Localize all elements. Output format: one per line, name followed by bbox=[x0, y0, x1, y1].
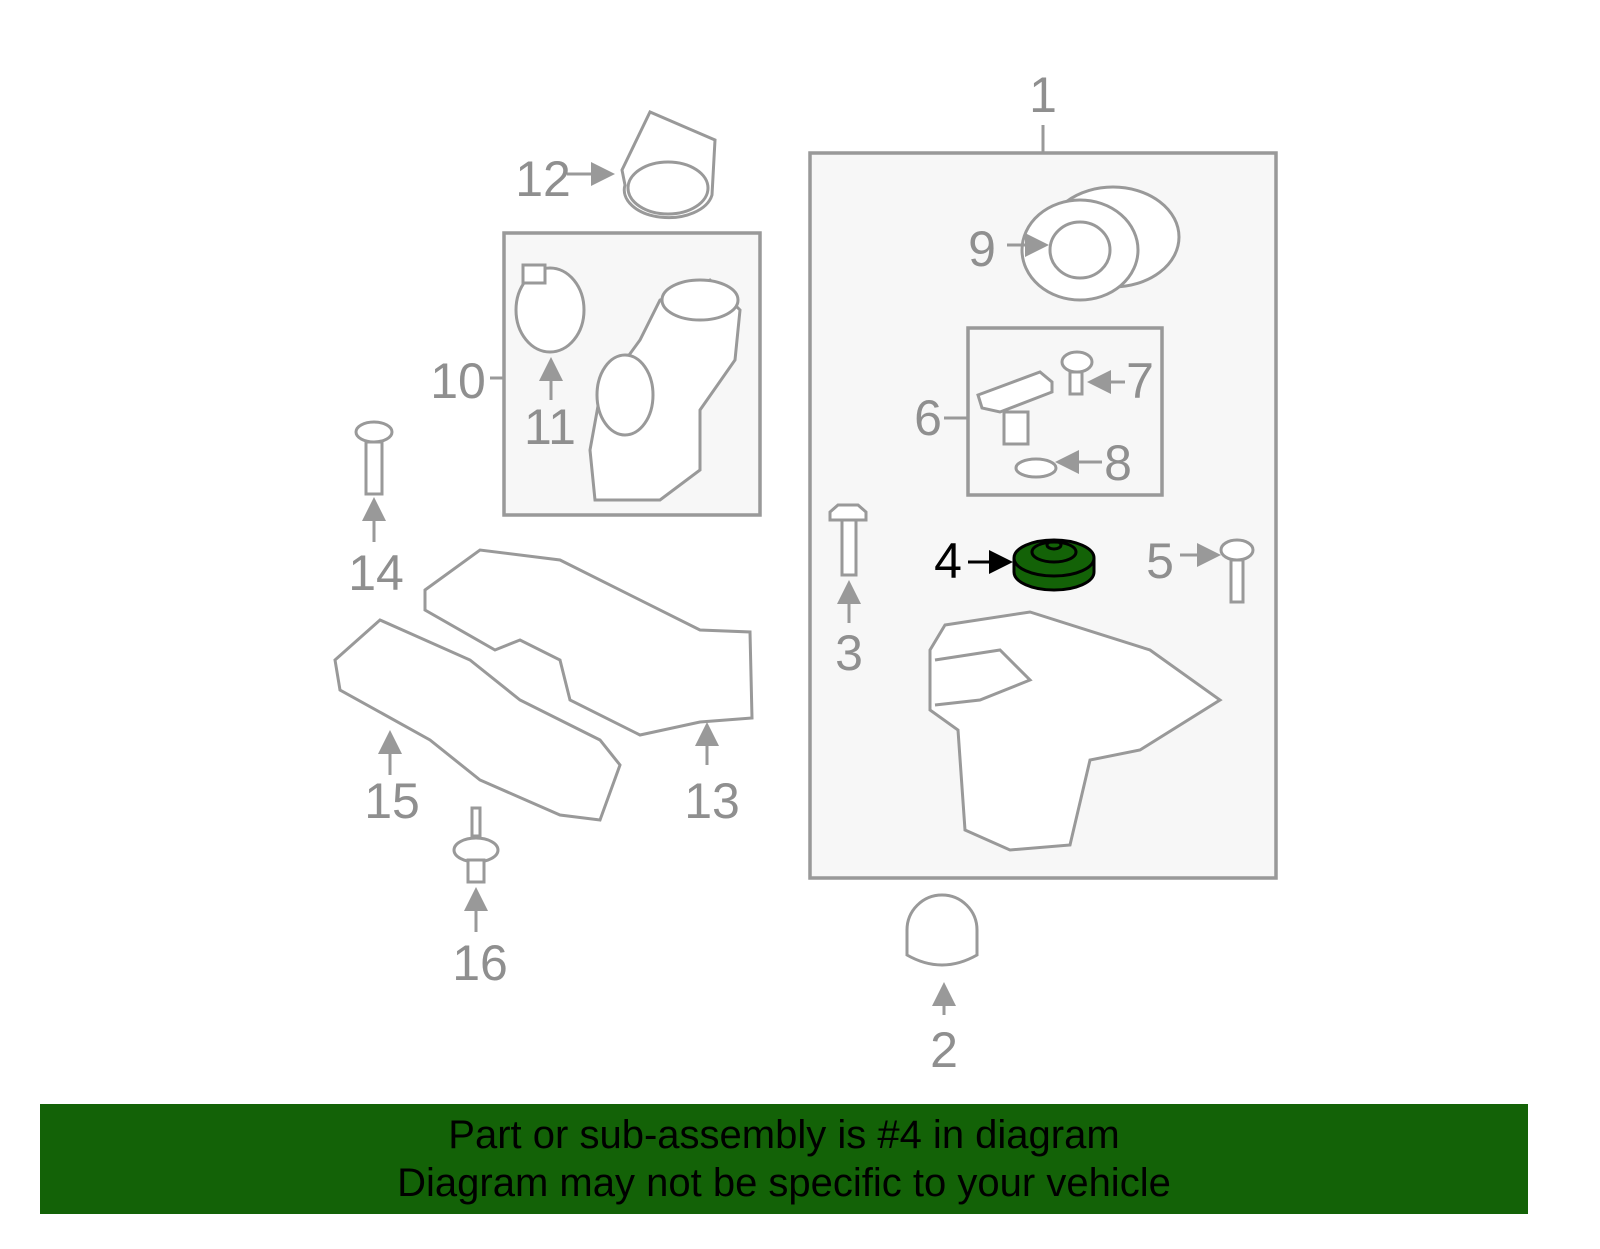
part-15-air-deflector[interactable] bbox=[333, 618, 622, 822]
callout-5: 5 bbox=[1146, 533, 1174, 589]
callout-3: 3 bbox=[835, 625, 863, 681]
part-13-air-duct[interactable] bbox=[423, 548, 754, 765]
callout-14: 14 bbox=[348, 545, 404, 601]
banner-line-1: Part or sub-assembly is #4 in diagram bbox=[448, 1113, 1120, 1157]
callout-12: 12 bbox=[515, 151, 571, 207]
callout-1: 1 bbox=[1029, 67, 1057, 123]
part-11-clamp[interactable] bbox=[514, 263, 586, 400]
info-banner: Part or sub-assembly is #4 in diagram Di… bbox=[40, 1104, 1528, 1214]
part-7-screw[interactable] bbox=[1060, 350, 1125, 396]
part-14-screw[interactable] bbox=[354, 420, 394, 542]
banner-line-2: Diagram may not be specific to your vehi… bbox=[397, 1161, 1171, 1205]
part-8-o-ring[interactable] bbox=[1014, 450, 1102, 479]
callout-6: 6 bbox=[914, 390, 942, 446]
part-10-intake-hose[interactable] bbox=[588, 278, 742, 502]
part-3-bolt[interactable] bbox=[828, 503, 868, 623]
air-box-lower-housing[interactable] bbox=[928, 610, 1223, 852]
callout-7: 7 bbox=[1126, 353, 1154, 409]
callout-2: 2 bbox=[930, 1022, 958, 1078]
part-12-duct-connector[interactable] bbox=[567, 110, 717, 220]
part-2-cap[interactable] bbox=[905, 893, 979, 1015]
part-6-sensor[interactable] bbox=[976, 370, 1054, 446]
part-4-grommet-highlighted[interactable] bbox=[968, 538, 1096, 592]
callout-15: 15 bbox=[364, 773, 420, 829]
callout-13: 13 bbox=[684, 773, 740, 829]
callout-10: 10 bbox=[430, 353, 486, 409]
callout-8: 8 bbox=[1104, 435, 1132, 491]
callout-16: 16 bbox=[452, 935, 508, 991]
callout-4: 4 bbox=[934, 533, 962, 589]
callout-9: 9 bbox=[968, 221, 996, 277]
part-5-screw[interactable] bbox=[1180, 538, 1255, 604]
part-9-air-filter[interactable] bbox=[1007, 185, 1181, 302]
part-16-push-clip[interactable] bbox=[452, 806, 500, 932]
callout-11: 11 bbox=[524, 399, 576, 455]
